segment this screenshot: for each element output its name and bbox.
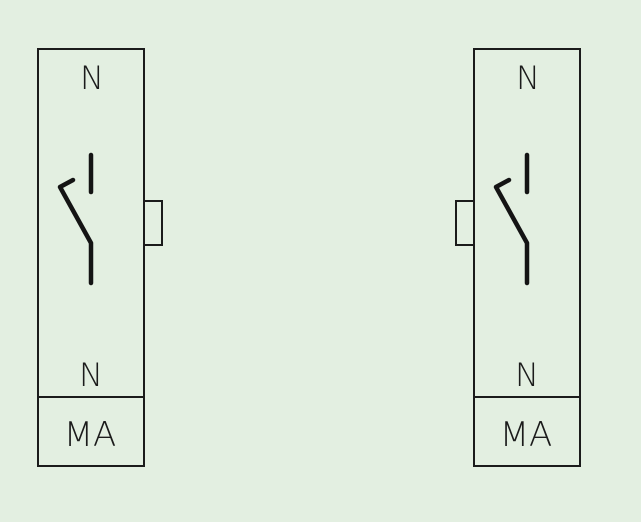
top-terminal-label: N [516, 59, 540, 97]
side-handle-tab [455, 200, 475, 246]
footer-label: MA [64, 415, 117, 455]
top-terminal-label: N [80, 59, 104, 97]
switch-open-icon [57, 152, 94, 286]
bottom-terminal-label: N [515, 356, 539, 394]
switch-module-right: N N MA [455, 48, 581, 467]
switch-open-icon [493, 152, 530, 286]
switch-module-left: N N MA [37, 48, 163, 467]
footer-label: MA [500, 415, 553, 455]
side-handle-tab [143, 200, 163, 246]
bottom-terminal-label: N [79, 356, 103, 394]
module-body [37, 48, 145, 467]
module-body [473, 48, 581, 467]
